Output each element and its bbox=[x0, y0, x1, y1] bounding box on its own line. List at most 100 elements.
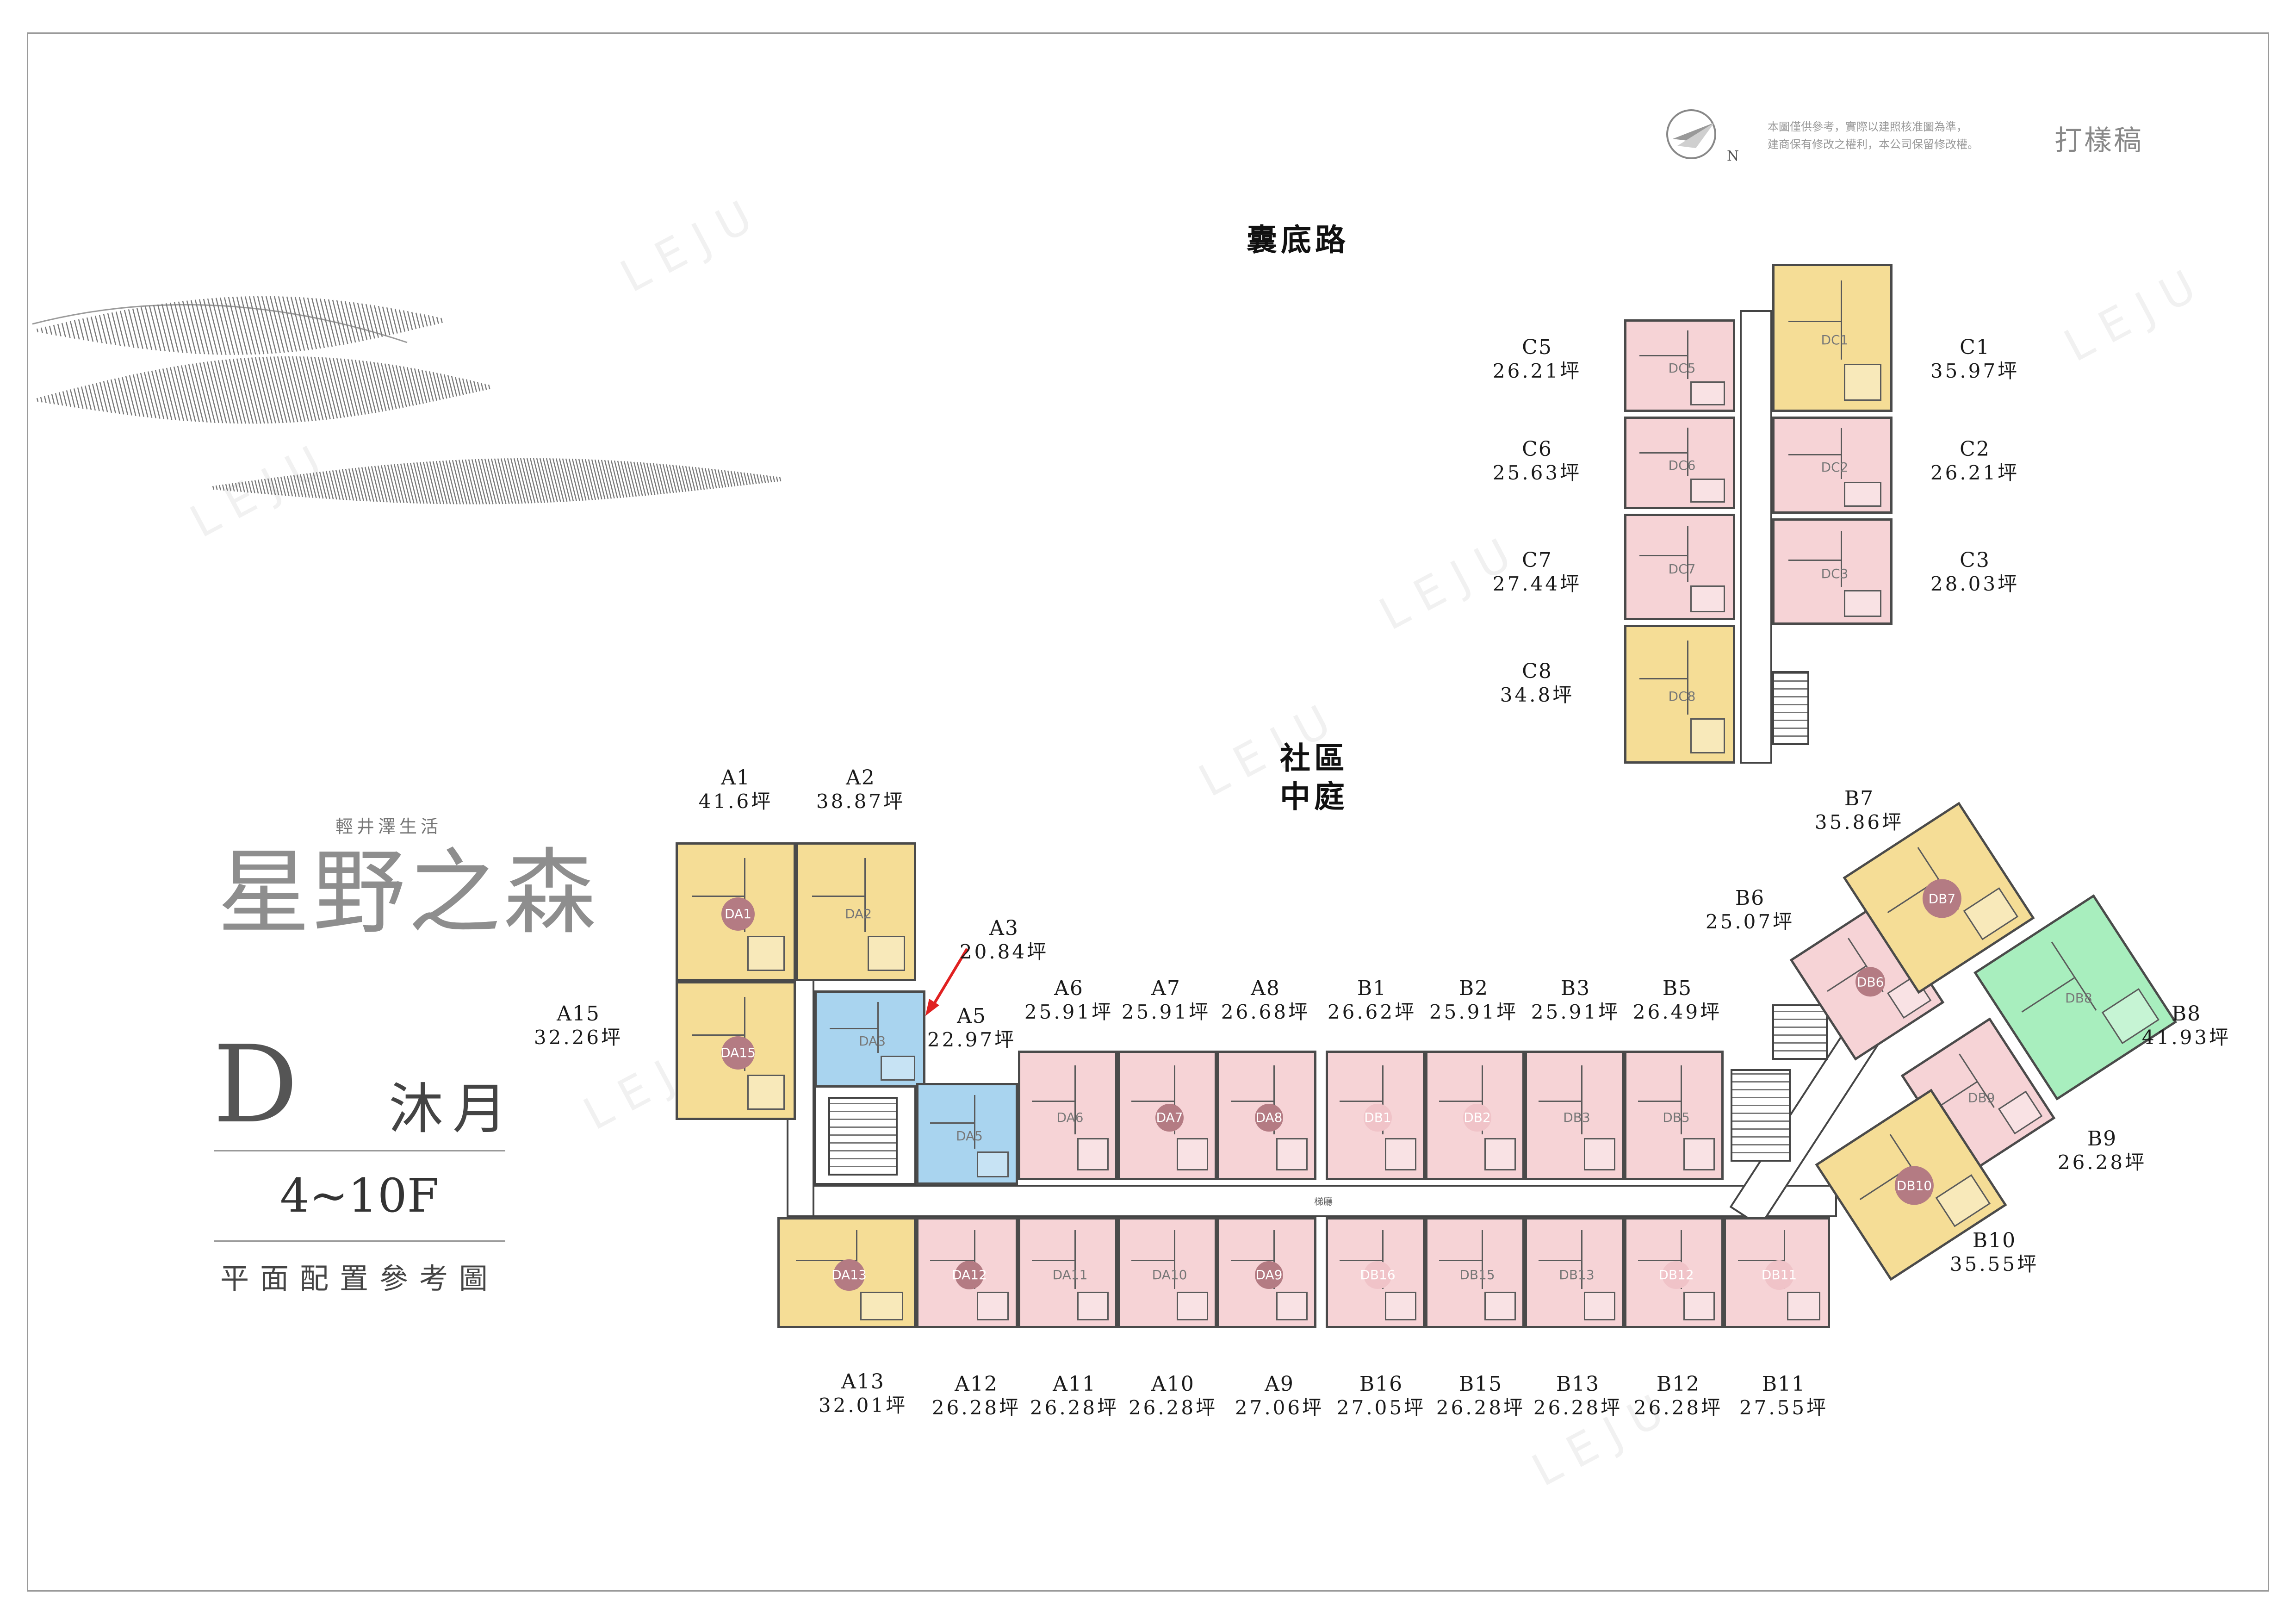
reed-stroke bbox=[391, 364, 404, 408]
reed-stroke bbox=[507, 458, 520, 504]
room-partition bbox=[1680, 1065, 1682, 1134]
unit-id-badge: DB11 bbox=[1762, 1260, 1797, 1290]
reed-stroke bbox=[110, 379, 120, 414]
reed-stroke bbox=[393, 464, 405, 504]
room-partition bbox=[692, 896, 744, 897]
room-partition bbox=[1131, 1100, 1174, 1102]
reed-stroke bbox=[568, 458, 580, 501]
unit-da6[interactable]: DA6 bbox=[1018, 1051, 1117, 1180]
reed-stroke bbox=[646, 462, 656, 495]
reed-stroke bbox=[419, 462, 431, 504]
unit-db1[interactable]: DB1 bbox=[1326, 1051, 1425, 1180]
reed-stroke bbox=[436, 317, 439, 324]
unit-da13[interactable]: DA13 bbox=[777, 1217, 916, 1328]
reed-stroke bbox=[497, 458, 510, 504]
reed-stroke bbox=[779, 477, 782, 482]
room-partition bbox=[1230, 1260, 1273, 1262]
unit-da11[interactable]: DA11 bbox=[1018, 1217, 1117, 1328]
unit-da1[interactable]: DA1 bbox=[676, 842, 796, 981]
unit-dc2[interactable]: DC2 bbox=[1772, 417, 1893, 514]
unit-da12[interactable]: DA12 bbox=[916, 1217, 1018, 1328]
unit-da10[interactable]: DA10 bbox=[1117, 1217, 1217, 1328]
reed-stroke bbox=[65, 322, 71, 338]
reed-stroke bbox=[218, 485, 221, 491]
reed-stroke bbox=[630, 461, 640, 497]
reed-stroke bbox=[724, 470, 730, 487]
reed-stroke bbox=[662, 464, 671, 494]
reed-stroke bbox=[425, 370, 434, 402]
unit-id-badge: DA15 bbox=[720, 1036, 756, 1070]
bath-block bbox=[1584, 1292, 1615, 1320]
unit-db11[interactable]: DB11 bbox=[1724, 1217, 1830, 1328]
room-partition bbox=[1840, 280, 1842, 360]
unit-area: 26.28坪 bbox=[1128, 1396, 1218, 1419]
unit-dc8[interactable]: DC8 bbox=[1624, 625, 1735, 764]
unit-da7[interactable]: DA7 bbox=[1117, 1051, 1217, 1180]
unit-dc5[interactable]: DC5 bbox=[1624, 319, 1735, 412]
reed-stroke bbox=[215, 298, 231, 355]
unit-da8[interactable]: DA8 bbox=[1217, 1051, 1316, 1180]
reed-stroke bbox=[132, 308, 143, 349]
unit-da5[interactable]: DA5 bbox=[916, 1083, 1018, 1185]
reed-stroke bbox=[254, 357, 273, 424]
unit-code: A3 bbox=[989, 916, 1019, 940]
reed-stroke bbox=[58, 392, 63, 406]
unit-area: 38.87坪 bbox=[816, 790, 906, 813]
reed-stroke bbox=[254, 480, 259, 494]
room-partition bbox=[1131, 1260, 1174, 1262]
unit-area: 26.28坪 bbox=[1436, 1396, 1526, 1419]
reed-stroke bbox=[364, 467, 374, 502]
unit-dc7[interactable]: DC7 bbox=[1624, 514, 1735, 620]
unit-code: A5 bbox=[957, 1004, 987, 1028]
reed-stroke bbox=[124, 310, 135, 348]
unit-db3[interactable]: DB3 bbox=[1525, 1051, 1624, 1180]
reed-stroke bbox=[161, 304, 175, 353]
reed-stroke bbox=[169, 367, 185, 421]
reed-stroke bbox=[293, 475, 300, 497]
bath-block bbox=[1844, 482, 1881, 507]
bath-block bbox=[1177, 1292, 1208, 1320]
reed-stroke bbox=[348, 301, 360, 342]
unit-db15[interactable]: DB15 bbox=[1425, 1217, 1525, 1328]
reed-stroke bbox=[351, 468, 361, 501]
reed-stroke bbox=[685, 466, 693, 492]
room-partition bbox=[1784, 1230, 1786, 1289]
unit-dc3[interactable]: DC3 bbox=[1772, 518, 1893, 625]
unit-code: C3 bbox=[1960, 548, 1990, 572]
unit-db12[interactable]: DB12 bbox=[1624, 1217, 1724, 1328]
reed-stroke bbox=[169, 302, 184, 353]
room-partition bbox=[1439, 1260, 1482, 1262]
unit-id-badge: DB10 bbox=[1894, 1166, 1934, 1205]
room-partition bbox=[1339, 1260, 1382, 1262]
reed-stroke bbox=[520, 458, 533, 504]
unit-da3[interactable]: DA3 bbox=[814, 990, 925, 1088]
unit-da2[interactable]: DA2 bbox=[796, 842, 916, 981]
reed-stroke bbox=[228, 297, 244, 355]
reed-stroke bbox=[311, 298, 325, 348]
unit-db13[interactable]: DB13 bbox=[1525, 1217, 1624, 1328]
reed-stroke bbox=[400, 463, 411, 504]
reed-stroke bbox=[144, 306, 157, 351]
unit-da15[interactable]: DA15 bbox=[676, 981, 796, 1120]
unit-db2[interactable]: DB2 bbox=[1425, 1051, 1525, 1180]
unit-area: 26.28坪 bbox=[1030, 1396, 1119, 1419]
unit-dc6[interactable]: DC6 bbox=[1624, 417, 1735, 509]
reed-stroke bbox=[558, 458, 571, 502]
unit-da9[interactable]: DA9 bbox=[1217, 1217, 1316, 1328]
reed-stroke bbox=[290, 297, 305, 351]
unit-area: 25.91坪 bbox=[1531, 1000, 1620, 1023]
reed-stroke bbox=[432, 372, 441, 400]
reed-stroke bbox=[358, 360, 373, 414]
reed-stroke bbox=[374, 466, 385, 503]
unit-db16[interactable]: DB16 bbox=[1326, 1217, 1425, 1328]
reed-stroke bbox=[280, 356, 298, 423]
unit-db5[interactable]: DB5 bbox=[1624, 1051, 1724, 1180]
room-partition bbox=[1481, 1065, 1483, 1134]
reed-stroke bbox=[494, 458, 507, 504]
unit-dc1[interactable]: DC1 bbox=[1772, 264, 1893, 412]
bath-block bbox=[1690, 585, 1725, 613]
